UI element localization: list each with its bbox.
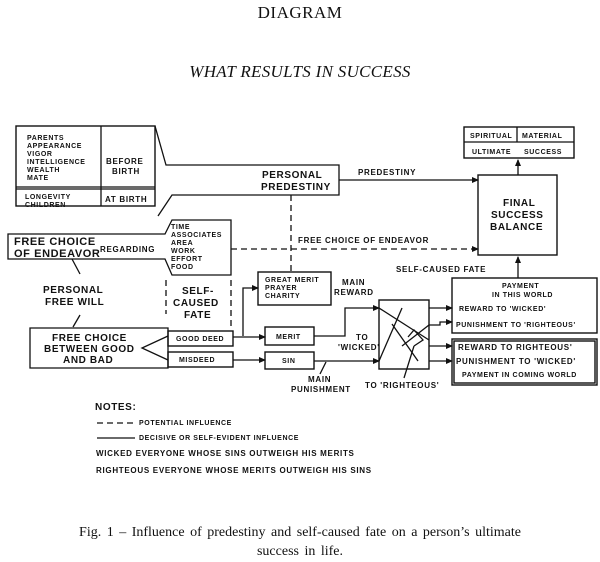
- note-wicked: WICKED EVERYONE WHOSE SINS OUTWEIGH HIS …: [96, 449, 355, 458]
- endeavor-associates: ASSOCIATES: [171, 232, 222, 239]
- main-reward-label-2: REWARD: [334, 288, 374, 297]
- notes-legend: NOTES: POTENTIAL INFLUENCE DECISIVE OR S…: [95, 402, 372, 475]
- before-birth-label-2: BIRTH: [112, 167, 140, 176]
- final-success-balance-box: FINAL SUCCESS BALANCE: [477, 174, 558, 256]
- legend-decisive: DECISIVE OR SELF-EVIDENT INFLUENCE: [139, 435, 299, 442]
- free-choice-good-bad-box: FREE CHOICE BETWEEN GOOD AND BAD: [29, 327, 169, 369]
- before-birth-label: BEFORE: [106, 157, 144, 166]
- birth-attributes-box: PARENTS APPEARANCE VIGOR INTELLIGENCE WE…: [15, 125, 156, 209]
- sin-label: SIN: [282, 358, 295, 365]
- reward-to-wicked: REWARD TO 'WICKED': [459, 306, 546, 313]
- payment-coming-world-title: PAYMENT IN COMING WORLD: [462, 372, 577, 379]
- spiritual-label: SPIRITUAL: [470, 133, 512, 140]
- prayer-label: PRAYER: [265, 285, 297, 292]
- note-righteous: RIGHTEOUS EVERYONE WHOSE MERITS OUTWEIGH…: [96, 466, 372, 475]
- merit-box: MERIT: [264, 326, 315, 346]
- personal-free-will-label: PERSONAL: [43, 285, 103, 296]
- free-choice-label: FREE CHOICE: [14, 236, 96, 248]
- main-punishment-pointer: [319, 361, 327, 375]
- endeavor-area: AREA: [171, 240, 193, 247]
- caption-line-2: success in life.: [256, 544, 344, 559]
- material-label: MATERIAL: [522, 133, 563, 140]
- success-balance-label: SUCCESS: [491, 210, 544, 221]
- to-righteous-label: TO 'RIGHTEOUS': [365, 381, 439, 390]
- balance-label: BALANCE: [490, 222, 543, 233]
- payment-this-world-title-2: IN THIS WORLD: [492, 292, 553, 299]
- punishment-to-wicked: PUNISHMENT TO 'WICKED': [456, 357, 576, 366]
- personal-predestiny-box: PERSONAL PREDESTINY: [154, 125, 340, 217]
- attr-mate: MATE: [27, 175, 49, 182]
- to-wicked-label-2: 'WICKED': [338, 343, 380, 352]
- attr-intelligence: INTELLIGENCE: [27, 159, 86, 166]
- attr-vigor: VIGOR: [27, 151, 53, 158]
- legend-potential: POTENTIAL INFLUENCE: [139, 420, 232, 427]
- reward-to-righteous: REWARD TO RIGHTEOUS': [458, 343, 572, 352]
- self-caused-fate-label: SELF-: [182, 286, 214, 297]
- great-merit-label: GREAT MERIT: [265, 277, 319, 284]
- merit-to-crossbox: [314, 305, 380, 337]
- crossbox-to-punishment-righteous: [429, 319, 453, 326]
- attr-wealth: WEALTH: [27, 167, 60, 174]
- main-punishment-label-2: PUNISHMENT: [291, 385, 351, 394]
- attr-children: CHILDREN: [25, 202, 66, 209]
- at-birth-label: AT BIRTH: [105, 195, 147, 204]
- payment-this-world-box: PAYMENT IN THIS WORLD REWARD TO 'WICKED'…: [451, 277, 598, 334]
- payment-coming-world-box: REWARD TO RIGHTEOUS' PUNISHMENT TO 'WICK…: [451, 338, 598, 386]
- free-choice-endeavor-box: FREE CHOICE OF ENDEAVOR REGARDING TIME A…: [7, 219, 232, 276]
- final-label: FINAL: [503, 198, 535, 209]
- charity-label: CHARITY: [265, 293, 300, 300]
- good-deed-label: GOOD DEED: [176, 336, 224, 343]
- punishment-to-righteous: PUNISHMENT TO 'RIGHTEOUS': [456, 322, 576, 329]
- free-choice-edge-label: FREE CHOICE OF ENDEAVOR: [298, 236, 429, 245]
- good-deed-box: GOOD DEED: [167, 330, 234, 347]
- good-bad-label: FREE CHOICE: [52, 333, 127, 344]
- predestiny-edge-label: PREDESTINY: [358, 168, 416, 177]
- of-endeavor-label: OF ENDEAVOR: [14, 248, 100, 260]
- self-caused-fate-edge-label: SELF-CAUSED FATE: [396, 265, 486, 274]
- caption-line-1: Fig. 1 – Influence of predestiny and sel…: [79, 525, 521, 540]
- great-merit-box: GREAT MERIT PRAYER CHARITY: [257, 271, 332, 306]
- ultimate-success-box: SPIRITUAL MATERIAL ULTIMATE SUCCESS: [463, 126, 575, 159]
- misdeed-label: MISDEED: [179, 357, 215, 364]
- attr-parents: PARENTS: [27, 135, 64, 142]
- sin-box: SIN: [264, 351, 315, 370]
- success-label: SUCCESS: [524, 149, 562, 156]
- endeavor-food: FOOD: [171, 264, 194, 271]
- endeavor-work: WORK: [171, 248, 196, 255]
- good-deed-to-great-merit: [242, 285, 259, 336]
- main-reward-label: MAIN: [342, 278, 365, 287]
- free-will-connector-bottom: [72, 314, 81, 328]
- exchange-crossbox: [378, 299, 430, 379]
- misdeed-box: MISDEED: [167, 351, 234, 368]
- attr-appearance: APPEARANCE: [27, 143, 82, 150]
- payment-this-world-title: PAYMENT: [502, 283, 539, 290]
- self-caused-fate-label-2: CAUSED: [173, 298, 219, 309]
- good-bad-label-3: AND BAD: [63, 355, 113, 366]
- attr-longevity: LONGEVITY: [25, 194, 71, 201]
- endeavor-effort: EFFORT: [171, 256, 203, 263]
- notes-heading: NOTES:: [95, 402, 136, 413]
- to-wicked-label: TO: [356, 333, 368, 342]
- figure-caption: Fig. 1 – Influence of predestiny and sel…: [0, 523, 600, 561]
- good-bad-label-2: BETWEEN GOOD: [44, 344, 135, 355]
- personal-free-will-label-2: FREE WILL: [45, 297, 104, 308]
- endeavor-time: TIME: [171, 224, 190, 231]
- page-heading: DIAGRAM: [257, 3, 343, 22]
- ultimate-label: ULTIMATE: [472, 149, 511, 156]
- self-caused-fate-label-3: FATE: [184, 310, 211, 321]
- personal-predestiny-label: PERSONAL: [262, 170, 322, 181]
- free-will-connector-top: [71, 258, 81, 275]
- merit-label: MERIT: [276, 334, 301, 341]
- personal-predestiny-label-2: PREDESTINY: [261, 182, 331, 193]
- regarding-label: REGARDING: [100, 245, 155, 254]
- diagram-title: WHAT RESULTS IN SUCCESS: [189, 62, 411, 81]
- main-punishment-label: MAIN: [308, 375, 331, 384]
